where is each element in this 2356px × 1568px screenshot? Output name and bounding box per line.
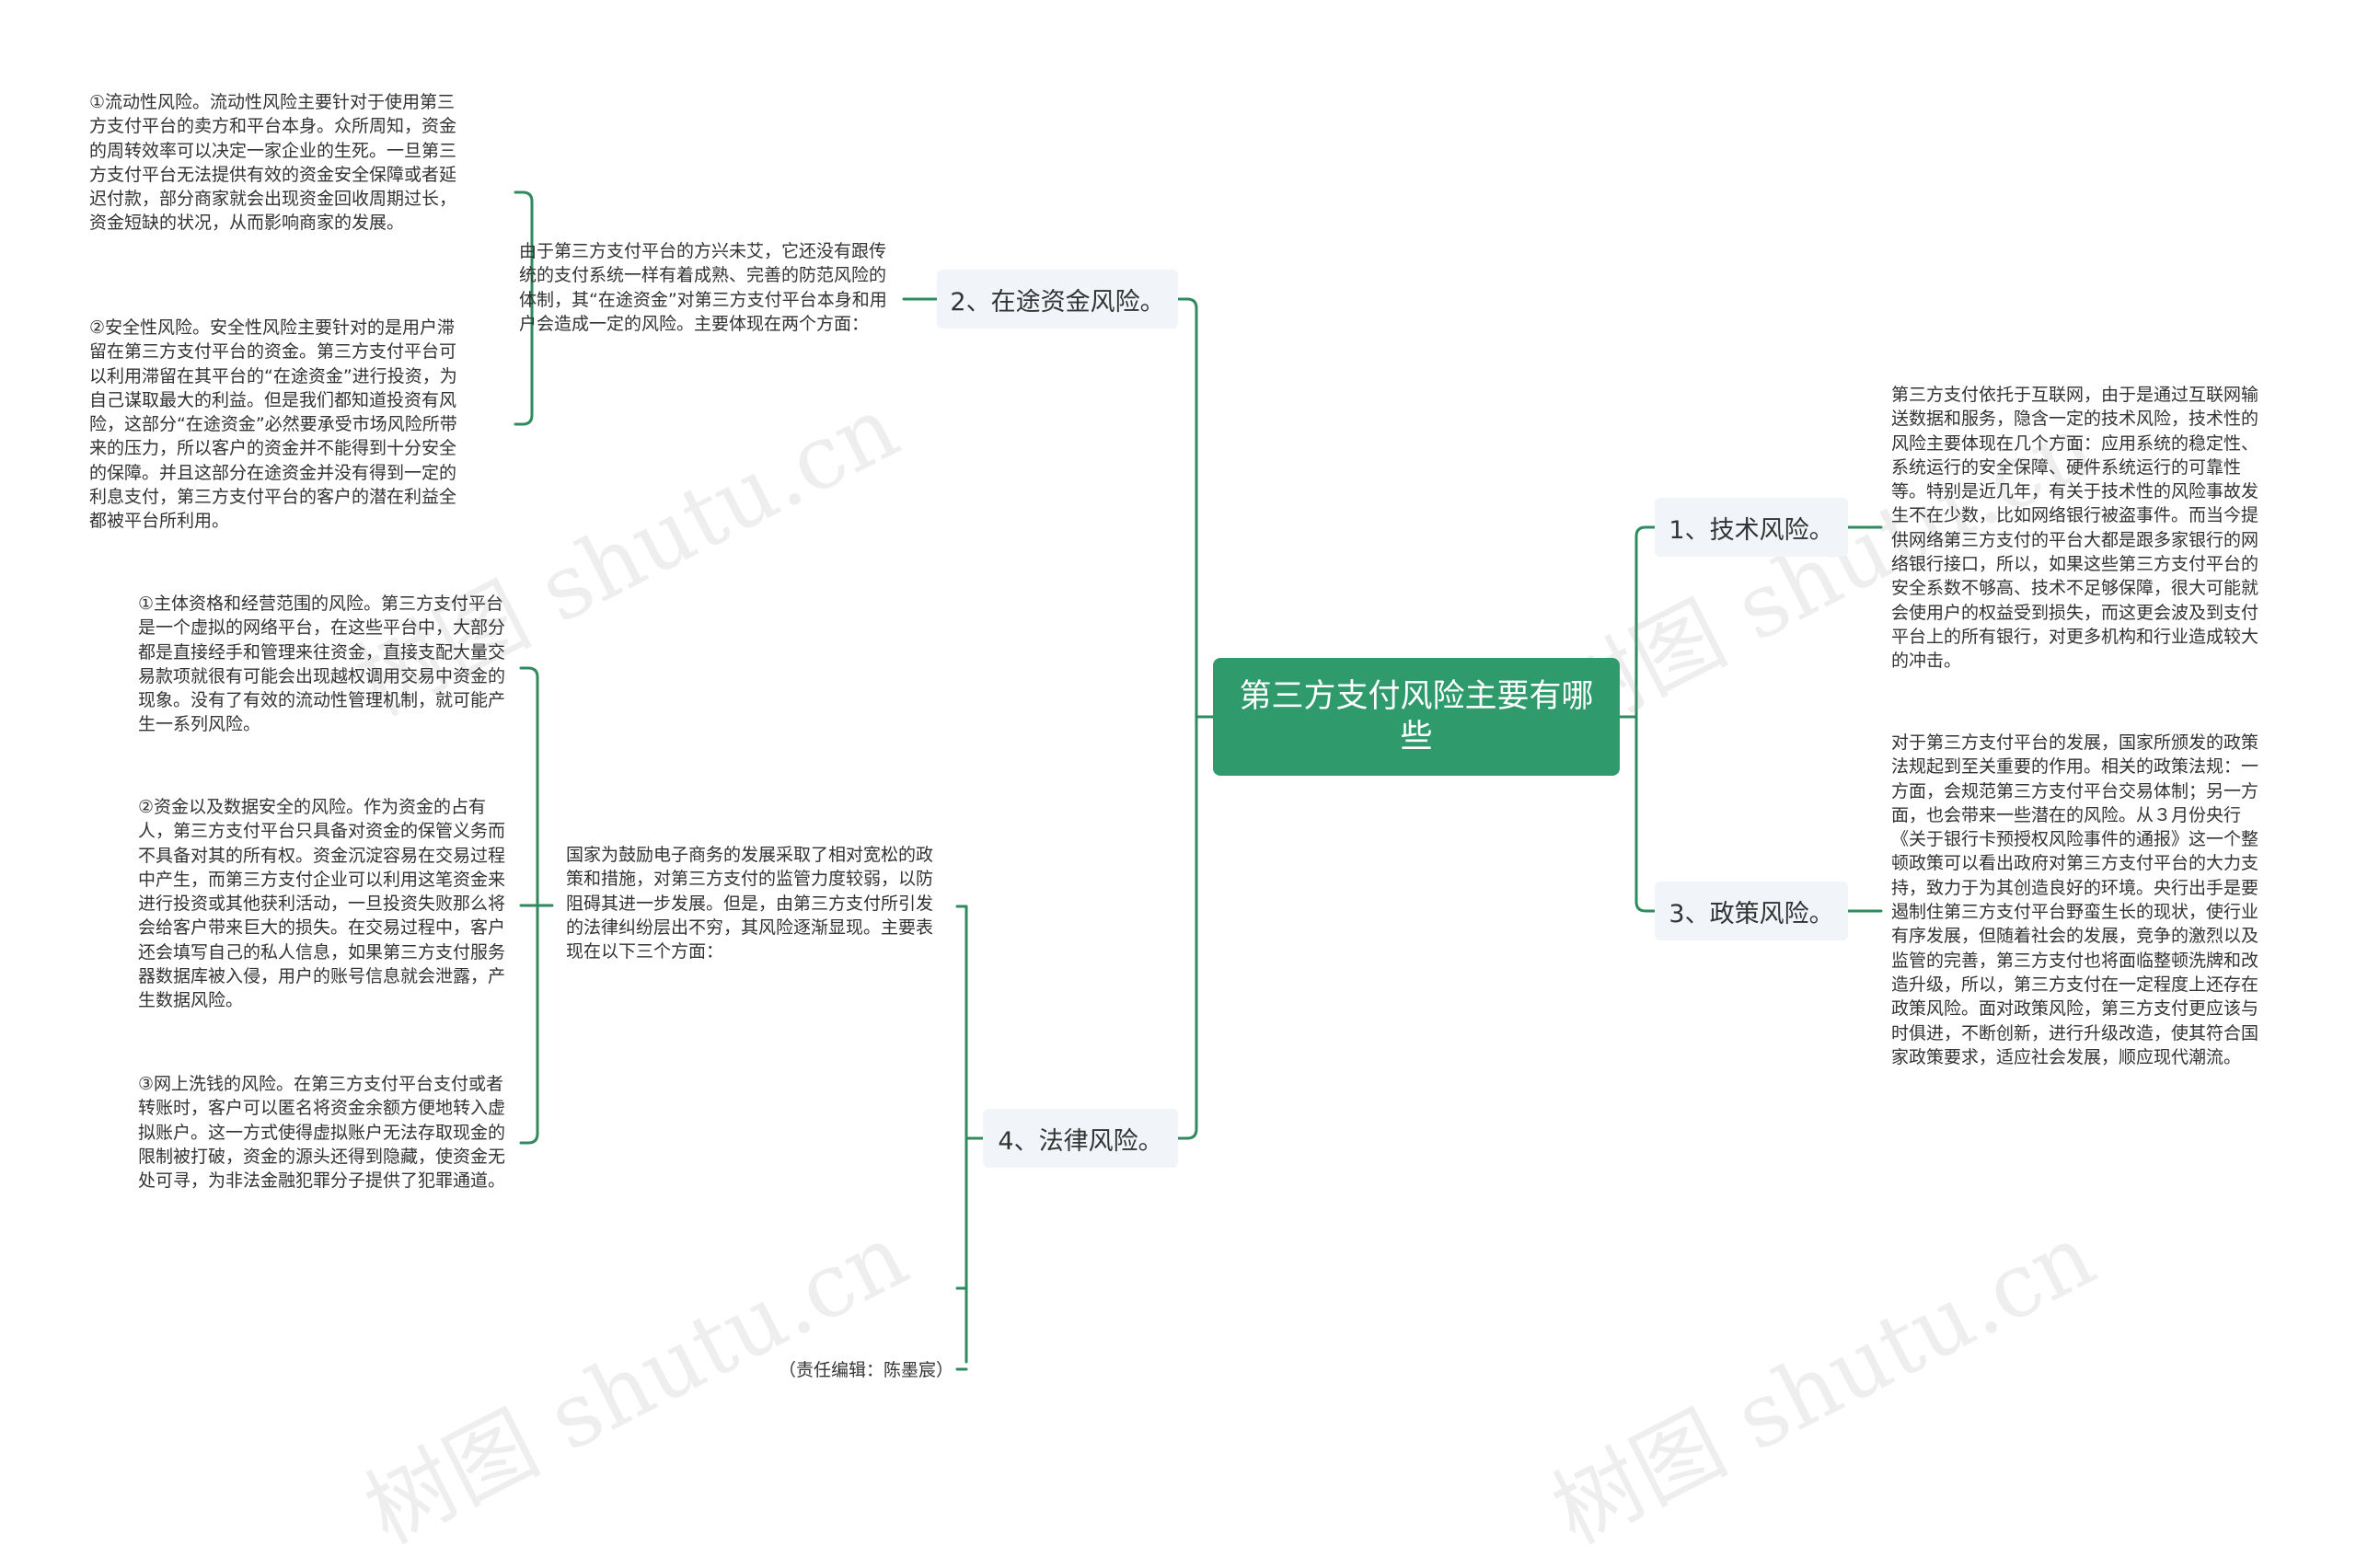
branch-label: 2、在途资金风险。 [950, 287, 1165, 317]
legal-sub-money-laundering: ③网上洗钱的风险。在第三方支付平台支付或者转账时，客户可以匿名将资金余额方便地转… [138, 1074, 506, 1192]
root-label: 第三方支付风险主要有哪些 [1239, 678, 1594, 755]
legal-sub-qualification: ①主体资格和经营范围的风险。第三方支付平台是一个虚拟的网络平台，在这些平台中，大… [138, 594, 506, 735]
branch-tech-risk-desc: 第三方支付依托于互联网，由于是通过互联网输送数据和服务，隐含一定的技术风险，技术… [1891, 385, 2259, 672]
branch-label: 4、法律风险。 [998, 1126, 1163, 1156]
branch-legal-risk-desc: 国家为鼓励电子商务的发展采取了相对宽松的政策和措施，对第三方支付的监管力度较弱，… [566, 845, 934, 963]
branch-label: 1、技术风险。 [1669, 515, 1834, 545]
connector-lines [514, 190, 1883, 1371]
legal-sub-data-security: ②资金以及数据安全的风险。作为资金的占有人，第三方支付平台只具备对资金的保管义务… [138, 797, 506, 1011]
branch-tech-risk[interactable]: 1、技术风险。 [1655, 498, 1848, 557]
branch-legal-risk[interactable]: 4、法律风险。 [983, 1109, 1178, 1168]
editor-note: （责任编辑：陈墨宸） [778, 1360, 953, 1380]
in-transit-sub-liquidity: ①流动性风险。流动性风险主要针对于使用第三方支付平台的卖方和平台本身。众所周知，… [89, 92, 457, 234]
branch-in-transit-funds-desc: 由于第三方支付平台的方兴未艾，它还没有跟传统的支付系统一样有着成熟、完善的防范风… [519, 241, 887, 334]
branch-policy-risk-desc: 对于第三方支付平台的发展，国家所颁发的政策法规起到至关重要的作用。相关的政策法规… [1891, 732, 2259, 1067]
branch-in-transit-funds-risk[interactable]: 2、在途资金风险。 [937, 270, 1178, 329]
branch-policy-risk[interactable]: 3、政策风险。 [1655, 882, 1848, 940]
root-node[interactable]: 第三方支付风险主要有哪些 [1213, 658, 1620, 776]
branch-label: 3、政策风险。 [1669, 899, 1834, 928]
in-transit-sub-security: ②安全性风险。安全性风险主要针对的是用户滞留在第三方支付平台的资金。第三方支付平… [89, 317, 457, 532]
